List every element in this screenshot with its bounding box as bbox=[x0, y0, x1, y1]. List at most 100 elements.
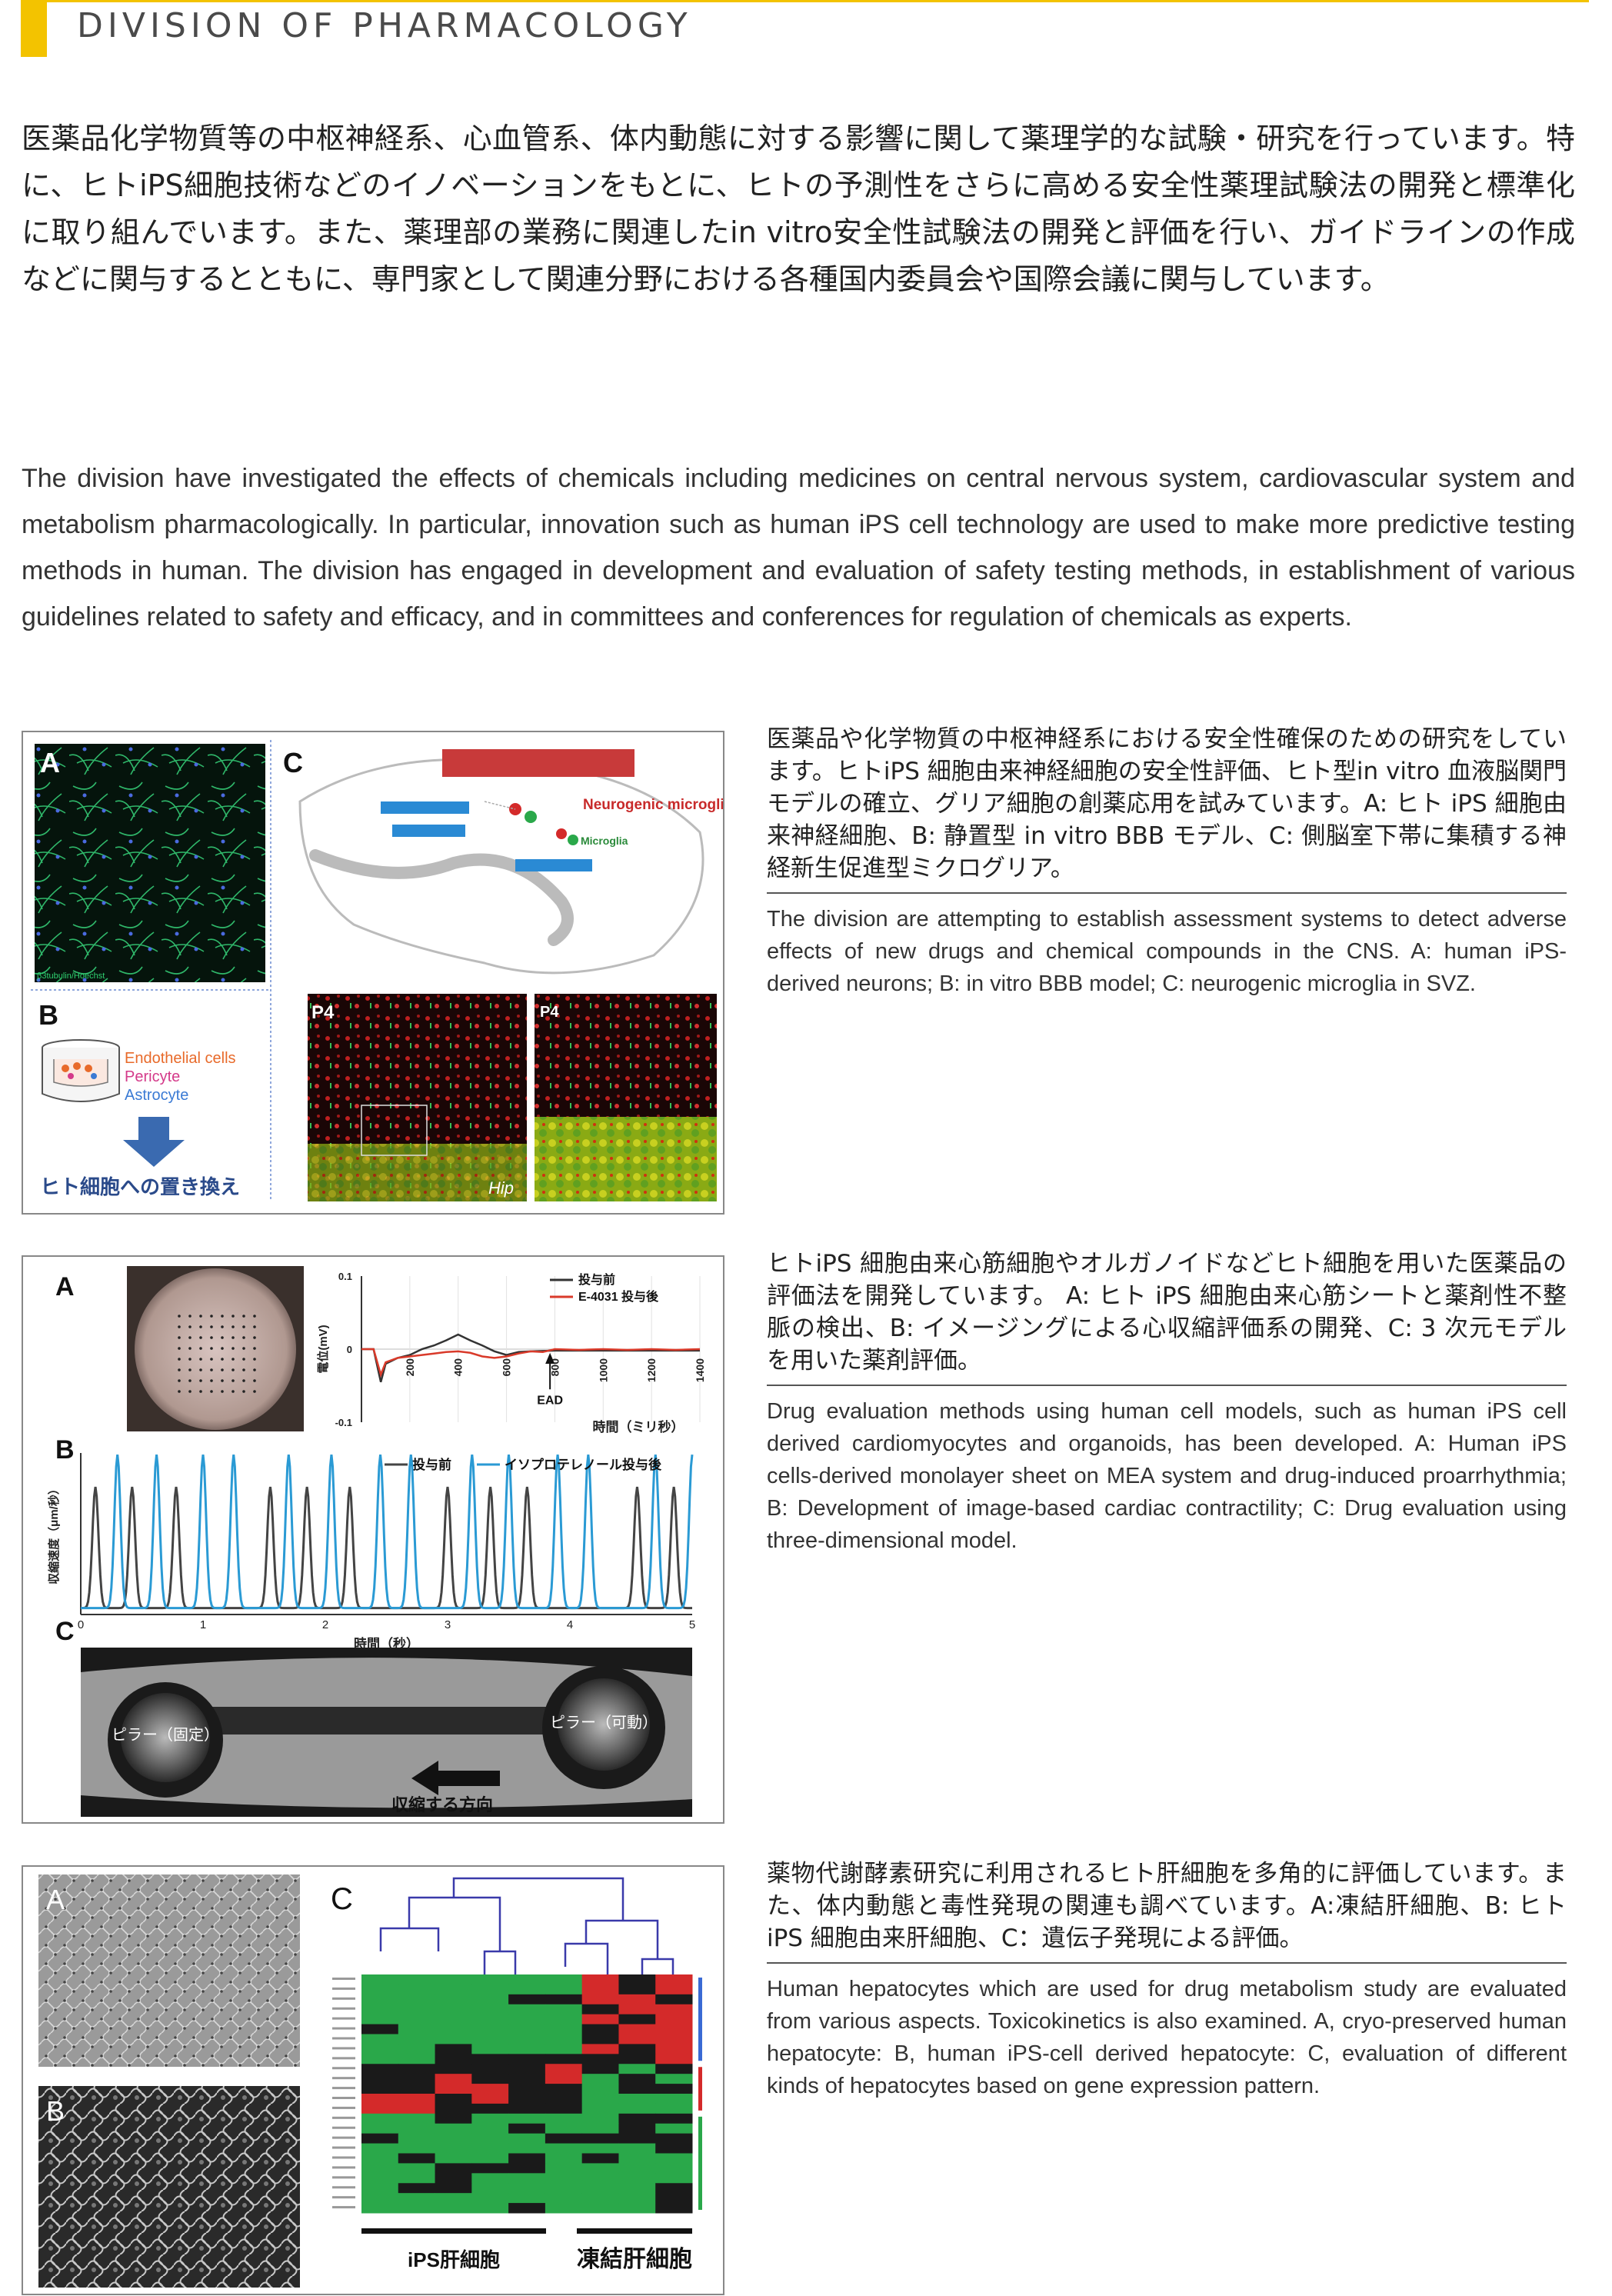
x-tick-label: 4 bbox=[567, 1618, 573, 1631]
ead-label: EAD bbox=[537, 1394, 563, 1407]
heatmap-cell bbox=[655, 1984, 693, 1995]
heatmap-cell bbox=[508, 2094, 546, 2104]
x-tick-label: 200 bbox=[404, 1358, 416, 1377]
heatmap-cell bbox=[618, 2044, 656, 2054]
heatmap-cell bbox=[435, 2064, 472, 2074]
heatmap-cell bbox=[581, 2014, 619, 2025]
heatmap-cell bbox=[361, 2113, 399, 2124]
heatmap-cell bbox=[545, 2143, 583, 2154]
y-axis-label: 収縮速度（μm/秒） bbox=[47, 1483, 61, 1585]
heatmap-cell bbox=[398, 2054, 436, 2064]
heatmap-cell bbox=[435, 2004, 472, 2015]
heatmap-cell bbox=[361, 2153, 399, 2164]
heatmap-cell bbox=[655, 2014, 693, 2025]
legend-label: イソプロテレノール投与後 bbox=[505, 1457, 662, 1472]
heatmap-cell bbox=[471, 2074, 509, 2084]
heatmap-cell bbox=[361, 2004, 399, 2015]
heatmap-cell bbox=[545, 2074, 583, 2084]
intro-english: The division have investigated the effec… bbox=[22, 464, 1575, 631]
section-cns-description: 医薬品や化学物質の中枢神経系における安全性確保のための研究をしています。ヒトiP… bbox=[767, 723, 1567, 1000]
heatmap-cell bbox=[655, 1994, 693, 2005]
heatmap-cell bbox=[471, 2034, 509, 2044]
ead-arrow-head bbox=[545, 1352, 555, 1364]
label-neurogenic-microglia: Neurogenic microglia bbox=[583, 797, 723, 813]
heatmap-cell bbox=[545, 2203, 583, 2214]
heatmap-cell bbox=[545, 2014, 583, 2025]
heatmap-cell bbox=[471, 2123, 509, 2134]
heatmap-cell bbox=[581, 2163, 619, 2174]
heatmap-cell bbox=[435, 2084, 472, 2094]
gene-label-placeholder bbox=[332, 2067, 355, 2070]
heatmap-cell bbox=[545, 1994, 583, 2005]
heatmap-cell bbox=[361, 2074, 399, 2084]
heatmap-cell bbox=[398, 2103, 436, 2114]
heatmap-cell bbox=[581, 1984, 619, 1995]
group-bar-frozen bbox=[577, 2228, 692, 2234]
heatmap-cell bbox=[655, 2113, 693, 2124]
heatmap-cell bbox=[655, 2004, 693, 2015]
heatmap-cell bbox=[508, 2183, 546, 2194]
section-hepatocyte-en: Human hepatocytes which are used for dru… bbox=[767, 1977, 1567, 2098]
heatmap-row-group-bars bbox=[698, 1978, 702, 2210]
heatmap-cell bbox=[435, 2183, 472, 2194]
heatmap-cell bbox=[398, 2094, 436, 2104]
gene-label-placeholder bbox=[332, 2196, 355, 2199]
gene-label-placeholder bbox=[332, 2206, 355, 2209]
figure-cns-svg: A β3tubulin/Hoechst B Endothelial cells … bbox=[31, 740, 723, 1201]
y-axis-label: 電位(mV) bbox=[316, 1325, 330, 1373]
heatmap-cell bbox=[398, 2143, 436, 2154]
micrograph-cryo-hepatocyte bbox=[38, 1874, 300, 2067]
heatmap-cell bbox=[545, 2024, 583, 2034]
heatmap-cell bbox=[471, 1974, 509, 1985]
gene-label-placeholder bbox=[332, 2037, 355, 2040]
heatmap-cell bbox=[471, 2094, 509, 2104]
heatmap-cell bbox=[545, 1974, 583, 1985]
heatmap-cell bbox=[471, 2103, 509, 2114]
gene-label-placeholder bbox=[332, 2007, 355, 2010]
gene-label-placeholder bbox=[332, 2087, 355, 2090]
heatmap-cell bbox=[545, 2163, 583, 2174]
heatmap-cell bbox=[398, 2123, 436, 2134]
p4-label-left: P4 bbox=[311, 1002, 335, 1023]
heatmap-cell bbox=[361, 2054, 399, 2064]
bbb-legend-pericyte: Pericyte bbox=[125, 1068, 180, 1085]
heatmap-cell bbox=[471, 1994, 509, 2005]
heatmap-cell bbox=[581, 2064, 619, 2074]
gene-expression-heatmap bbox=[332, 1974, 693, 2214]
heatmap-cell bbox=[435, 2044, 472, 2054]
heatmap-cell bbox=[435, 2153, 472, 2164]
heatmap-cell bbox=[361, 1974, 399, 1985]
heatmap-cell bbox=[581, 2183, 619, 2194]
heatmap-cell bbox=[581, 2133, 619, 2144]
heatmap-cell bbox=[435, 1974, 472, 1985]
divider bbox=[767, 892, 1567, 894]
bbb-legend-endothelial: Endothelial cells bbox=[125, 1050, 236, 1067]
gene-label-placeholder bbox=[332, 2156, 355, 2159]
y-tick-label: -0.1 bbox=[335, 1417, 352, 1428]
legend-label: E-4031 投与後 bbox=[578, 1289, 659, 1304]
heatmap-cell bbox=[655, 2203, 693, 2214]
heatmap-cell bbox=[508, 2203, 546, 2214]
heatmap-dendrogram bbox=[379, 1877, 674, 1974]
gene-label-placeholder bbox=[332, 2077, 355, 2080]
heatmap-cell bbox=[398, 2044, 436, 2054]
heatmap-cell bbox=[618, 2113, 656, 2124]
heatmap-cell bbox=[581, 1974, 619, 1985]
heatmap-cell bbox=[361, 2064, 399, 2074]
legend-label: 投与前 bbox=[578, 1272, 615, 1287]
replace-label: ヒト細胞への置き換え bbox=[40, 1175, 240, 1198]
heatmap-cell bbox=[361, 2183, 399, 2194]
heatmap-cell bbox=[618, 2054, 656, 2064]
pillar-fixed bbox=[121, 1693, 210, 1782]
row-group-bar bbox=[698, 1978, 702, 2061]
heatmap-cell bbox=[398, 1974, 436, 1985]
heatmap-cell bbox=[581, 2094, 619, 2104]
contraction-direction-label: 収縮する方向 bbox=[391, 1795, 493, 1814]
gene-label-placeholder bbox=[332, 2097, 355, 2099]
panel-a-neurons-image bbox=[35, 744, 265, 982]
divider bbox=[767, 1385, 1567, 1386]
heatmap-cell bbox=[435, 2024, 472, 2034]
heatmap-cell bbox=[508, 2034, 546, 2044]
x-tick-label: 0 bbox=[78, 1618, 84, 1631]
panel-a-label: A bbox=[46, 1884, 65, 1915]
